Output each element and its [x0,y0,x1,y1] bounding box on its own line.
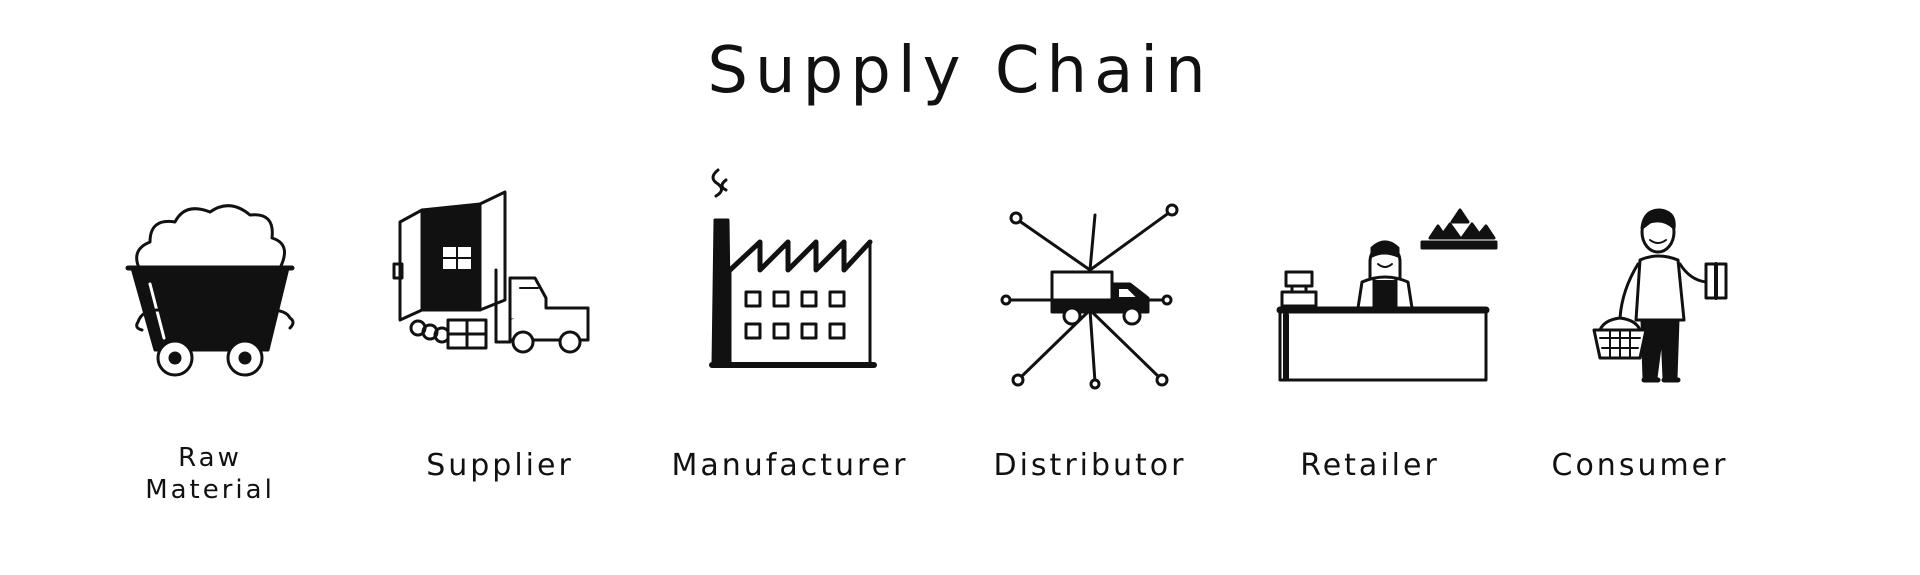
stage-label: Supplier [370,450,630,482]
stage-label: Retailer [1240,450,1500,482]
stage-consumer: Consumer [1510,160,1770,540]
factory-icon [660,160,920,400]
stage-label: Distributor [960,450,1220,482]
stage-manufacturer: Manufacturer [660,160,920,540]
delivery-truck-network-icon [960,160,1220,400]
shopper-icon [1510,160,1770,400]
supply-chain-stages: Raw Material Supplier [80,160,1780,540]
stage-label-line2: Material [80,474,340,506]
container-forklift-icon [370,160,630,400]
stage-raw-material: Raw Material [80,160,340,540]
stage-distributor: Distributor [960,160,1220,540]
mine-cart-icon [80,160,340,400]
stage-label: Consumer [1510,450,1770,482]
stage-supplier: Supplier [370,160,630,540]
stage-label: Raw Material [80,442,340,506]
page-title: Supply Chain [0,34,1920,108]
stage-label-line1: Raw [80,442,340,474]
stage-label: Manufacturer [660,450,920,482]
stage-retailer: Retailer [1240,160,1500,540]
shop-counter-icon [1240,160,1500,400]
